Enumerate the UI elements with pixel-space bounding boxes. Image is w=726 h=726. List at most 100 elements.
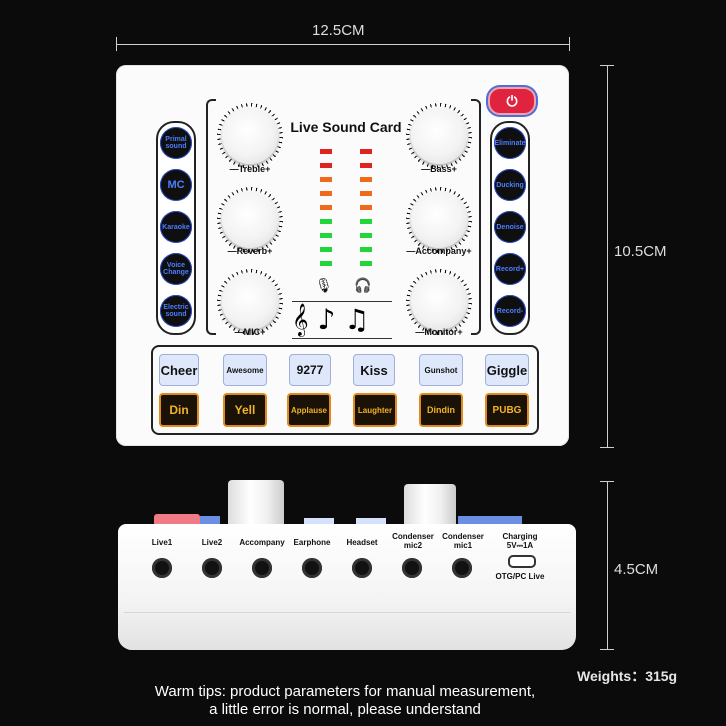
power-button[interactable]: ⏻ (488, 87, 536, 115)
meter-led (360, 247, 372, 252)
reverb-label: —Reverb+ (227, 246, 273, 256)
width-tick-right (569, 37, 570, 51)
meter-led (360, 219, 372, 224)
live1-port-label: Live1 (151, 538, 173, 547)
usb-c-port[interactable] (508, 555, 536, 568)
meter-led (320, 261, 332, 266)
weight-label: Weights：315g (577, 668, 678, 684)
electric-sound-button[interactable]: Electric sound (160, 295, 192, 327)
meter-led (360, 191, 372, 196)
live1-jack[interactable] (152, 558, 172, 578)
accompany-port-label: Accompany (239, 538, 285, 547)
meter-led (320, 247, 332, 252)
ducking-button[interactable]: Ducking (494, 169, 526, 201)
9277-pad[interactable]: 9277 (289, 354, 331, 386)
side-body: Live1 Live2 Accompany Earphone Headset C… (118, 524, 576, 650)
meter-led (320, 163, 332, 168)
meter-led (320, 219, 332, 224)
width-label: 12.5CM (312, 22, 365, 39)
treble-label: —Treble+ (229, 164, 271, 174)
depth-label: 4.5CM (614, 561, 659, 578)
mic-label: —MIC+ (234, 327, 266, 337)
sound-effect-pad-box: Cheer Awesome 9277 Kiss Gunshot Giggle D… (151, 345, 539, 435)
condenser-mic2-port-label: Condenser mic2 (392, 532, 434, 550)
monitor-knob[interactable] (411, 274, 467, 330)
side-pad-cap-2 (356, 518, 386, 526)
meter-led (320, 191, 332, 196)
meter-led (320, 233, 332, 238)
headset-port-label: Headset (346, 538, 378, 547)
left-knob-bracket (206, 99, 216, 335)
live2-port-label: Live2 (201, 538, 223, 547)
charging-label: Charging 5V⎓1A (502, 532, 538, 550)
height-tick-top (600, 65, 614, 66)
eliminate-button[interactable]: Eliminate (494, 127, 526, 159)
width-tick-left (116, 37, 117, 51)
bass-label: —Bass+ (421, 164, 457, 174)
otg-label: OTG/PC Live (495, 572, 545, 581)
footer-note: Warm tips: product parameters for manual… (154, 683, 536, 718)
record-plus-button[interactable]: Record+ (494, 253, 526, 285)
power-icon: ⏻ (506, 92, 518, 109)
side-pad-cap-1 (304, 518, 334, 526)
gunshot-pad[interactable]: Gunshot (419, 354, 463, 386)
meter-led (360, 177, 372, 182)
kiss-pad[interactable]: Kiss (353, 354, 395, 386)
sound-card-side-view: Live1 Live2 Accompany Earphone Headset C… (118, 480, 578, 650)
treble-knob[interactable] (222, 108, 278, 164)
din-pad[interactable]: Din (159, 393, 199, 427)
depth-tick-bottom (600, 649, 614, 650)
device-title: Live Sound Card (290, 119, 402, 135)
headphone-icon: 🎧 (354, 277, 372, 293)
meter-led (360, 233, 372, 238)
side-button-cap-right (458, 516, 522, 526)
dindin-pad[interactable]: Dindin (419, 393, 463, 427)
earphone-jack[interactable] (302, 558, 322, 578)
accompany-jack[interactable] (252, 558, 272, 578)
laughter-pad[interactable]: Laughter (353, 393, 397, 427)
height-label: 10.5CM (614, 243, 667, 260)
primal-sound-button[interactable]: Primal sound (160, 127, 192, 159)
headset-jack[interactable] (352, 558, 372, 578)
height-dimension-line (607, 65, 608, 448)
condenser-mic1-port-label: Condenser mic1 (442, 532, 484, 550)
mic-knob[interactable] (222, 274, 278, 330)
depth-tick-top (600, 481, 614, 482)
accompany-knob[interactable] (411, 192, 467, 248)
voice-change-button[interactable]: Voice Change (160, 253, 192, 285)
music-notes-icon: 𝄞 ♪ ♫ (292, 301, 392, 339)
side-power-cap (154, 514, 200, 526)
reverb-knob[interactable] (222, 192, 278, 248)
giggle-pad[interactable]: Giggle (485, 354, 529, 386)
denoise-button[interactable]: Denoise (494, 211, 526, 243)
width-dimension-line (116, 44, 570, 45)
live2-jack[interactable] (202, 558, 222, 578)
cheer-pad[interactable]: Cheer (159, 354, 199, 386)
meter-led (360, 149, 372, 154)
height-tick-bottom (600, 447, 614, 448)
depth-dimension-line (607, 481, 608, 650)
meter-led (320, 149, 332, 154)
awesome-pad[interactable]: Awesome (223, 354, 267, 386)
monitor-label: —Monitor+ (415, 327, 463, 337)
bass-knob[interactable] (411, 108, 467, 164)
meter-led (320, 177, 332, 182)
mc-button[interactable]: MC (160, 169, 192, 201)
sound-card-top-view: Primal sound MC Karaoke Voice Change Ele… (116, 65, 569, 446)
condenser-mic1-jack[interactable] (452, 558, 472, 578)
right-button-column: Eliminate Ducking Denoise Record+ Record… (490, 121, 530, 335)
side-button-cap (200, 516, 220, 526)
meter-led (320, 205, 332, 210)
earphone-port-label: Earphone (293, 538, 331, 547)
pubg-pad[interactable]: PUBG (485, 393, 529, 427)
left-button-column: Primal sound MC Karaoke Voice Change Ele… (156, 121, 196, 335)
condenser-mic2-jack[interactable] (402, 558, 422, 578)
record-minus-button[interactable]: Record- (494, 295, 526, 327)
meter-led (360, 261, 372, 266)
side-knob-right (404, 484, 456, 524)
karaoke-button[interactable]: Karaoke (160, 211, 192, 243)
applause-pad[interactable]: Applause (287, 393, 331, 427)
accompany-label: —Accompany+ (406, 246, 472, 256)
yell-pad[interactable]: Yell (223, 393, 267, 427)
meter-led (360, 205, 372, 210)
